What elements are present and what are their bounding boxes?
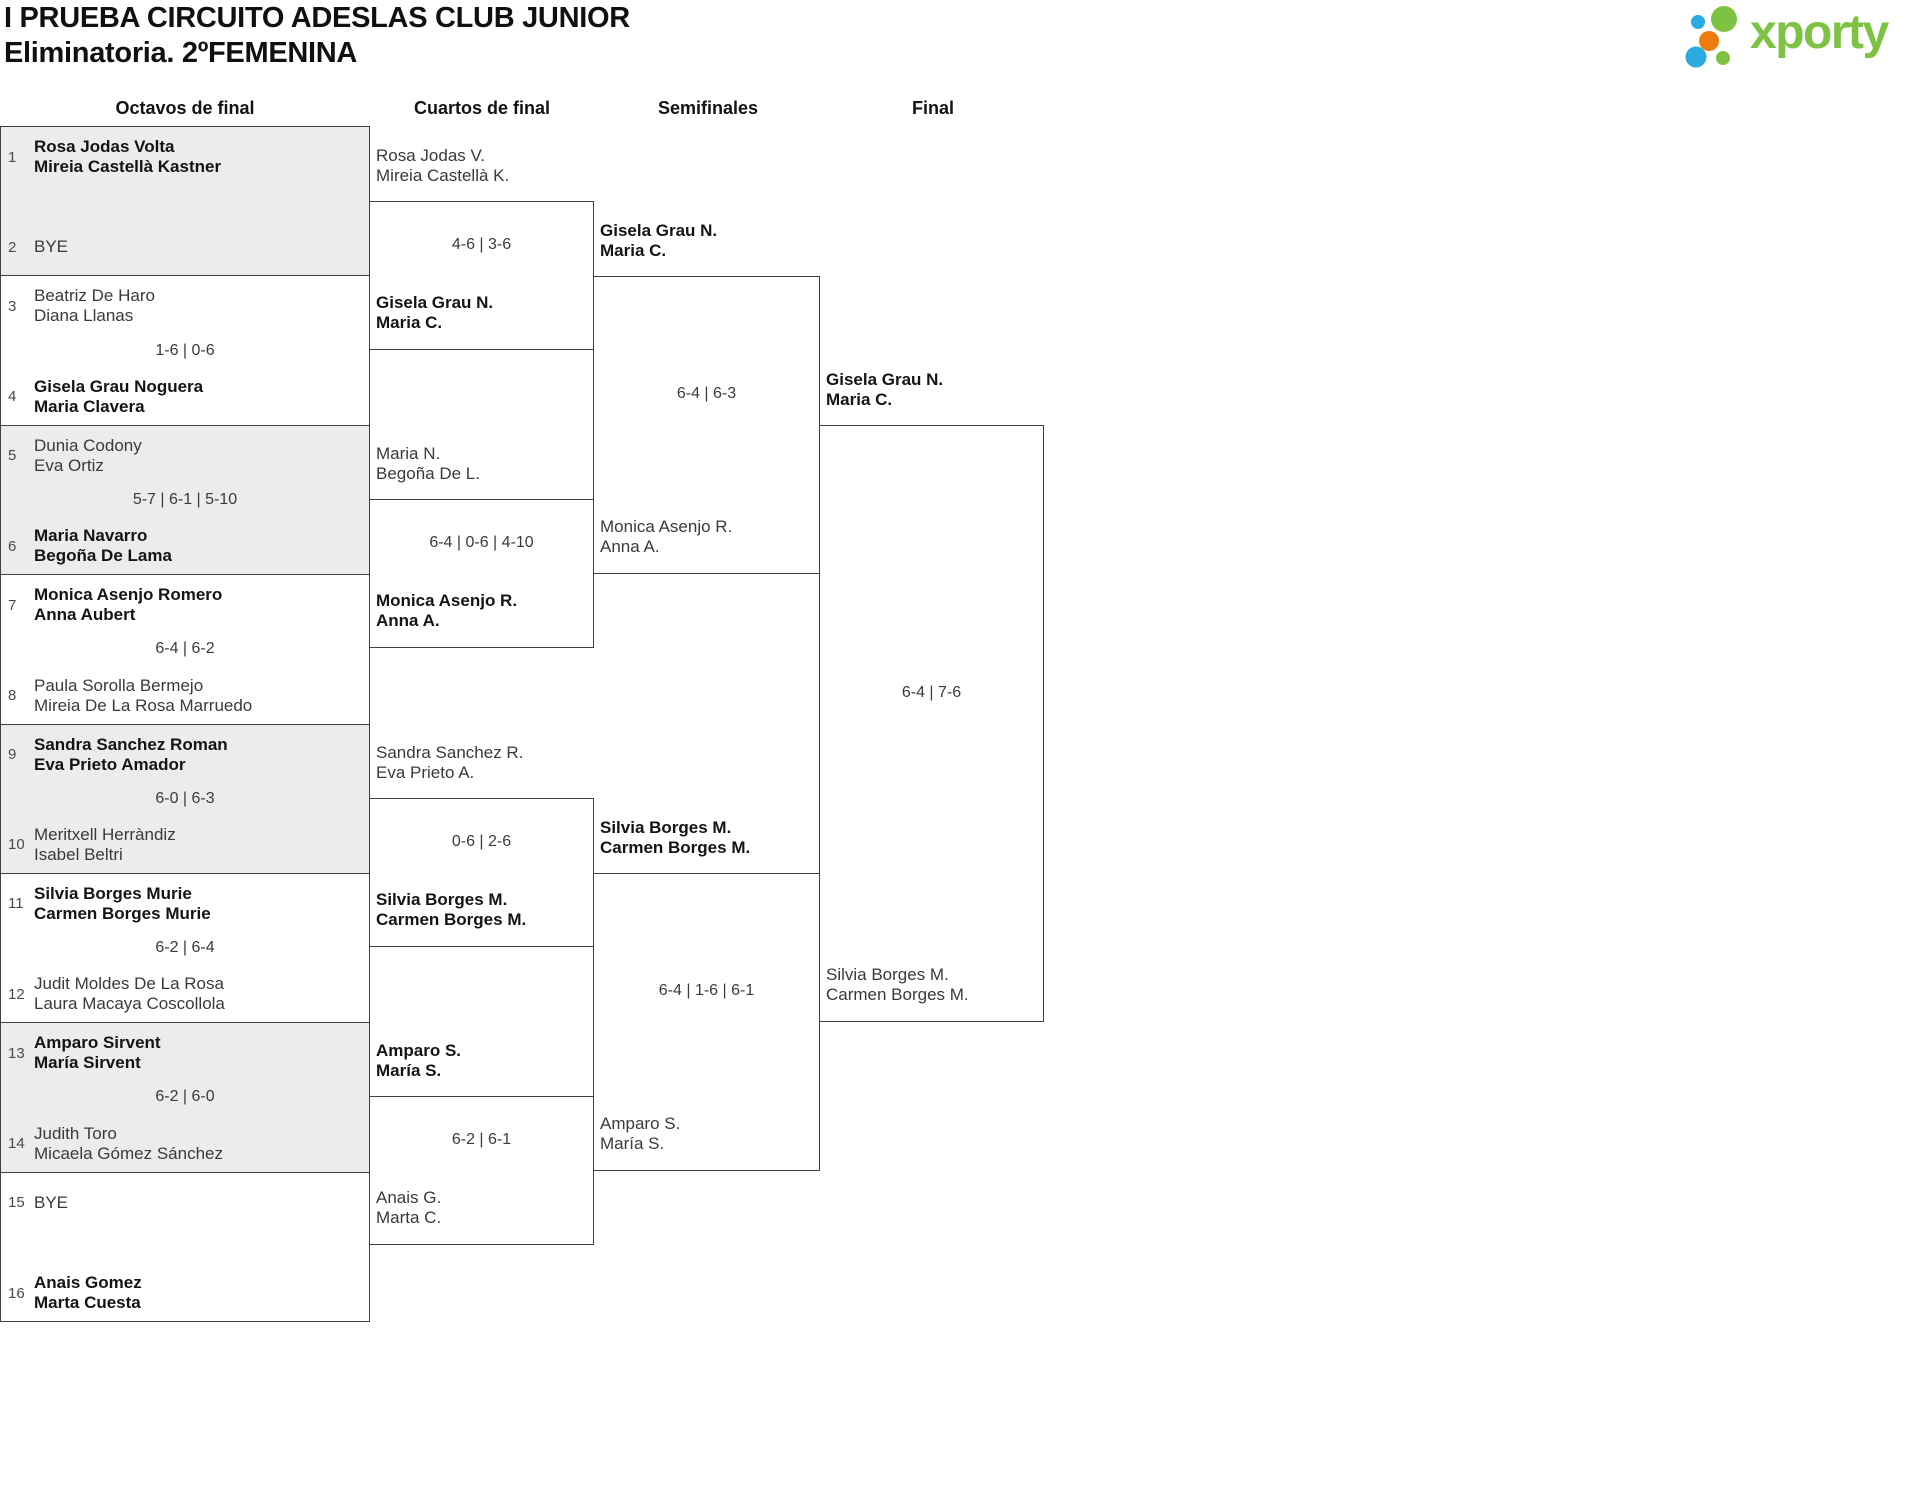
team-name: Amparo S.María S. (600, 1114, 681, 1153)
team-name: Sandra Sanchez R.Eva Prieto A. (376, 743, 524, 782)
seed-number: 1 (8, 148, 17, 166)
round-header-octavos: Octavos de final (115, 98, 255, 118)
match-score: 6-4 | 6-3 (676, 385, 737, 402)
seed-number: 13 (8, 1044, 25, 1062)
seed-number: 7 (8, 596, 17, 614)
seed-number: 16 (8, 1284, 25, 1302)
team-name: Gisela Grau N.Maria C. (376, 293, 494, 332)
match-score: 5-7 | 6-1 | 5-10 (132, 490, 238, 508)
team-name: Gisela Grau N.Maria C. (826, 370, 944, 409)
seed-number: 9 (8, 746, 17, 763)
round-header-semis: Semifinales (657, 98, 759, 118)
team-name: Monica Asenjo R.Anna A. (600, 517, 733, 556)
final-match: Gisela Grau N.Maria C. 6-4 | 7-6 Silvia … (819, 370, 1044, 1022)
seed-number: 8 (8, 687, 17, 704)
team-name: Silvia Borges M.Carmen Borges M. (600, 818, 751, 857)
match-score: 6-4 | 0-6 | 4-10 (429, 533, 534, 551)
team-name: Monica Asenjo R.Anna A. (376, 591, 518, 630)
team-name: Gisela Grau N.Maria C. (600, 221, 718, 260)
seed-number: 6 (8, 537, 17, 555)
match-score: 6-4 | 7-6 (901, 683, 962, 701)
tournament-title: I PRUEBA CIRCUITO ADESLAS CLUB JUNIOR (4, 2, 630, 34)
xporty-logo: xporty (1684, 4, 1889, 68)
match-score: 6-2 | 6-4 (155, 939, 215, 957)
match-score: 0-6 | 2-6 (451, 832, 512, 850)
sf-match-2: Silvia Borges M.Carmen Borges M. 6-4 | 1… (593, 818, 820, 1171)
qf-match-3: Sandra Sanchez R.Eva Prieto A. 0-6 | 2-6… (369, 743, 594, 947)
team-name: Silvia Borges M.Carmen Borges M. (376, 890, 527, 929)
page-title: I PRUEBA CIRCUITO ADESLAS CLUB JUNIOR El… (4, 1, 630, 71)
seed-number: 4 (8, 388, 17, 406)
match-score: 6-4 | 1-6 | 6-1 (658, 982, 755, 999)
team-name: Maria N.Begoña De L. (376, 444, 480, 483)
team-name: Amparo S.María S. (376, 1041, 462, 1080)
logo-dots-icon (1685, 6, 1737, 68)
team-name: Silvia Borges M.Carmen Borges M. (826, 965, 969, 1004)
team-name: Rosa Jodas V.Mireia Castellà K. (376, 146, 510, 185)
match-score: 1-6 | 0-6 (155, 341, 215, 359)
sf-match-1: Gisela Grau N.Maria C. 6-4 | 6-3 Monica … (593, 221, 820, 574)
team-name: BYE (34, 1192, 69, 1212)
match-score: 6-4 | 6-2 (155, 640, 215, 658)
seed-number: 11 (8, 895, 24, 913)
logo-wordmark: xporty (1750, 6, 1889, 59)
qf-match-2: Maria N.Begoña De L. 6-4 | 0-6 | 4-10 Mo… (369, 444, 594, 648)
seed-number: 14 (8, 1135, 25, 1153)
match-score: 6-2 | 6-1 (451, 1130, 512, 1148)
seed-number: 3 (8, 297, 17, 315)
match-score: 6-0 | 6-3 (155, 789, 215, 807)
seed-number: 15 (8, 1194, 25, 1212)
category-subtitle: Eliminatoria. 2ºFEMENINA (4, 37, 358, 69)
round-header-cuartos: Cuartos de final (413, 98, 551, 118)
qf-match-4: Amparo S.María S. 6-2 | 6-1 Anais G.Mart… (369, 1041, 594, 1245)
seed-number: 5 (8, 447, 17, 465)
seed-number: 12 (8, 985, 25, 1003)
round-header-final: Final (911, 98, 954, 118)
match-score: 4-6 | 3-6 (451, 235, 512, 253)
match-score: 6-2 | 6-0 (155, 1088, 215, 1106)
team-name: BYE (34, 237, 69, 257)
team-name: Anais G.Marta C. (376, 1188, 442, 1227)
seed-number: 2 (8, 238, 17, 256)
seed-number: 10 (8, 836, 25, 854)
qf-match-1: Rosa Jodas V.Mireia Castellà K. 4-6 | 3-… (369, 146, 594, 350)
